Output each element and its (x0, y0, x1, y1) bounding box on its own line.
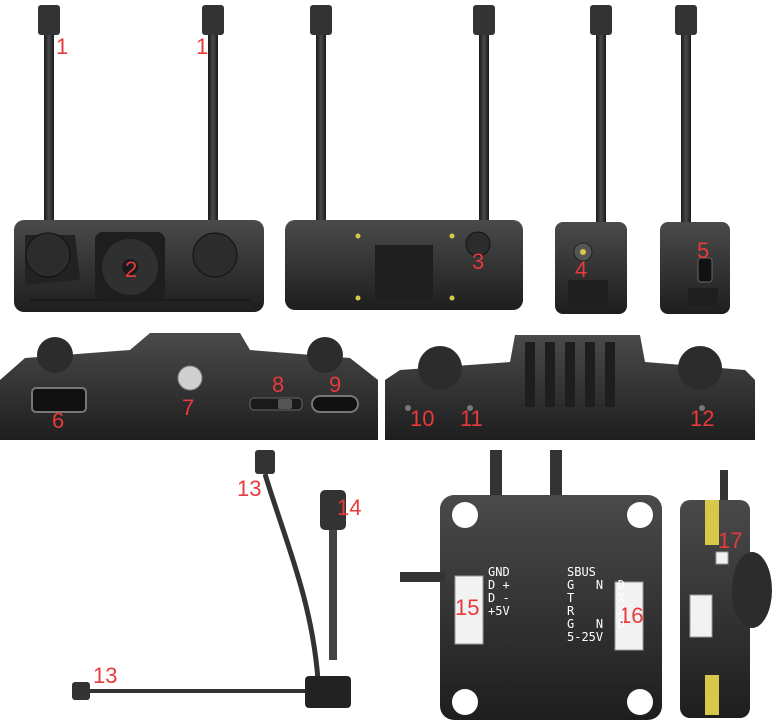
callout-13-upper: 13 (237, 476, 262, 501)
callout-13-lower: 13 (93, 663, 118, 688)
pcb-label-row-tx: T X (567, 591, 625, 605)
usb-c-port-icon (311, 395, 359, 413)
pcb-label-row-gnd-bottom: G N D (567, 617, 625, 631)
antenna-icon (310, 5, 332, 35)
hdmi-port-icon (31, 387, 87, 413)
pcb-label-sbus: SBUS (567, 565, 596, 579)
callout-2-fan: 2 (125, 257, 138, 282)
callout-4: 4 (575, 257, 588, 282)
front-view (14, 5, 264, 312)
side-view-right (660, 5, 730, 314)
antenna-icon (38, 5, 60, 35)
ports-view (0, 333, 378, 440)
left-header-labels: GND D + D - +5V (488, 566, 510, 618)
antenna-icon (473, 5, 495, 35)
cable-assembly (72, 450, 351, 708)
pcb-label-dplus: D + (488, 578, 510, 592)
callout-1-antenna-right: 1 (196, 34, 209, 59)
side-view-left (555, 5, 627, 314)
pcb-label-row-gnd-top: G N D (567, 578, 625, 592)
pcb-label-row-rx: R X (567, 604, 625, 618)
callout-1-antenna-left: 1 (56, 34, 69, 59)
pcb-label-row-voltage: 5-25V (567, 630, 604, 644)
callout-9-usb-c: 9 (329, 372, 342, 397)
antenna-icon (675, 5, 697, 35)
switch-icon (249, 397, 303, 411)
callout-14: 14 (337, 495, 362, 520)
antenna-icon (202, 5, 224, 35)
top-edge-view (385, 335, 755, 440)
callout-7: 7 (182, 395, 195, 420)
right-header-labels: SBUS G N D T X R X G N D 5-25V (567, 566, 625, 644)
callout-11: 11 (460, 406, 483, 431)
module-side-view (680, 470, 772, 718)
callout-3: 3 (472, 249, 485, 274)
callout-12: 12 (690, 406, 715, 431)
callout-8-switch: 8 (272, 372, 285, 397)
callout-6-hdmi: 6 (52, 408, 65, 433)
antenna-icon (590, 5, 612, 35)
callout-15: 15 (455, 595, 480, 620)
pcb-label-dminus: D - (488, 591, 510, 605)
rear-view (285, 5, 523, 310)
usb-c-port-icon (697, 257, 713, 283)
pcb-label-gnd: GND (488, 565, 510, 579)
receiver-module (400, 450, 662, 720)
callout-10: 10 (410, 406, 435, 431)
pcb-label-5v: +5V (488, 604, 510, 618)
callout-17: 17 (718, 528, 743, 553)
callout-5: 5 (697, 238, 710, 263)
callout-16: 16 (619, 603, 644, 628)
